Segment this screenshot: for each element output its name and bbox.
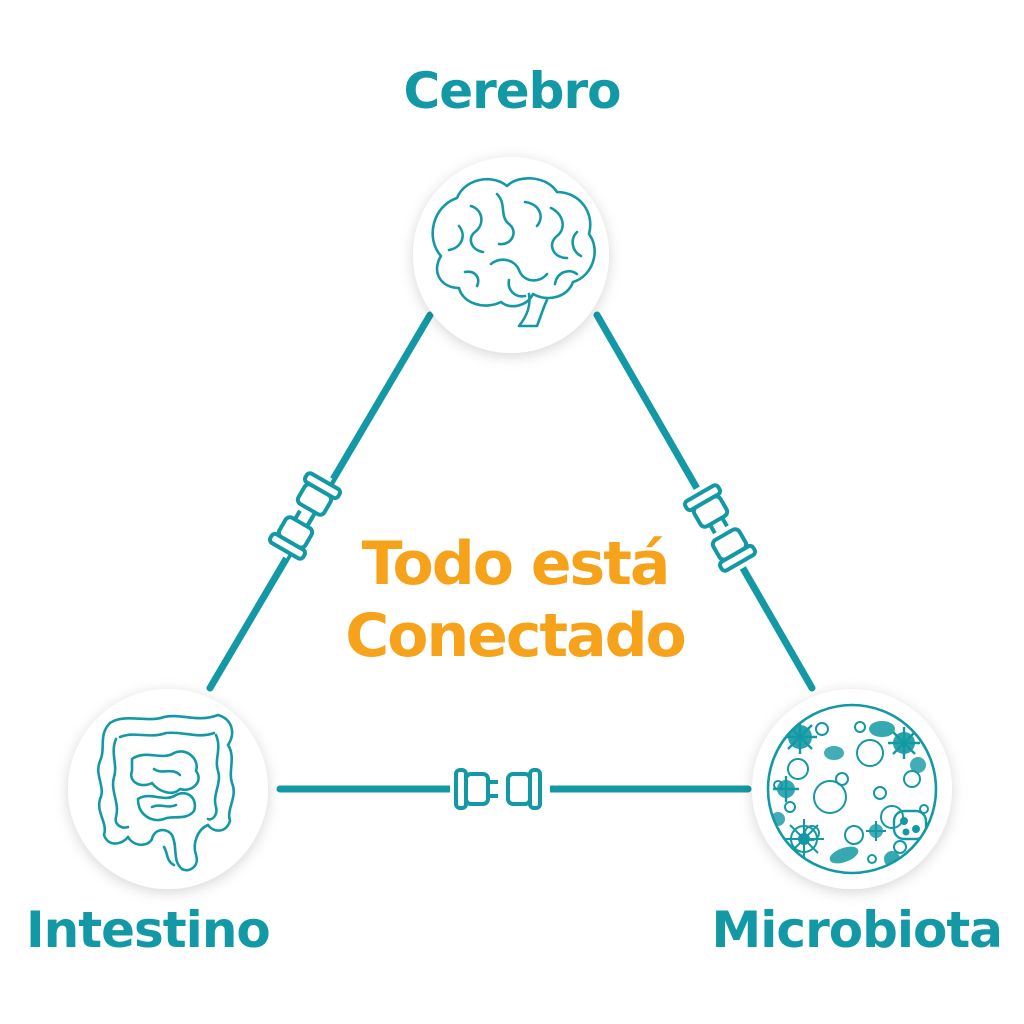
node-label-brain: Cerebro — [403, 62, 622, 120]
plug-connector-icon — [268, 471, 342, 561]
bacteria-icon — [766, 703, 938, 875]
intestine-icon — [97, 713, 235, 872]
plug-connector-icon — [450, 768, 550, 810]
center-title-line-1: Todo está — [361, 529, 671, 599]
center-title-line-2: Conectado — [345, 601, 687, 671]
brain-icon — [431, 177, 596, 328]
node-label-microbiota: Microbiota — [711, 901, 1003, 959]
node-label-intestine: Intestino — [26, 901, 271, 959]
center-title: Todo está Conectado — [290, 528, 740, 672]
node-circle-brain — [413, 157, 609, 353]
plug-connector-icon — [683, 483, 757, 573]
